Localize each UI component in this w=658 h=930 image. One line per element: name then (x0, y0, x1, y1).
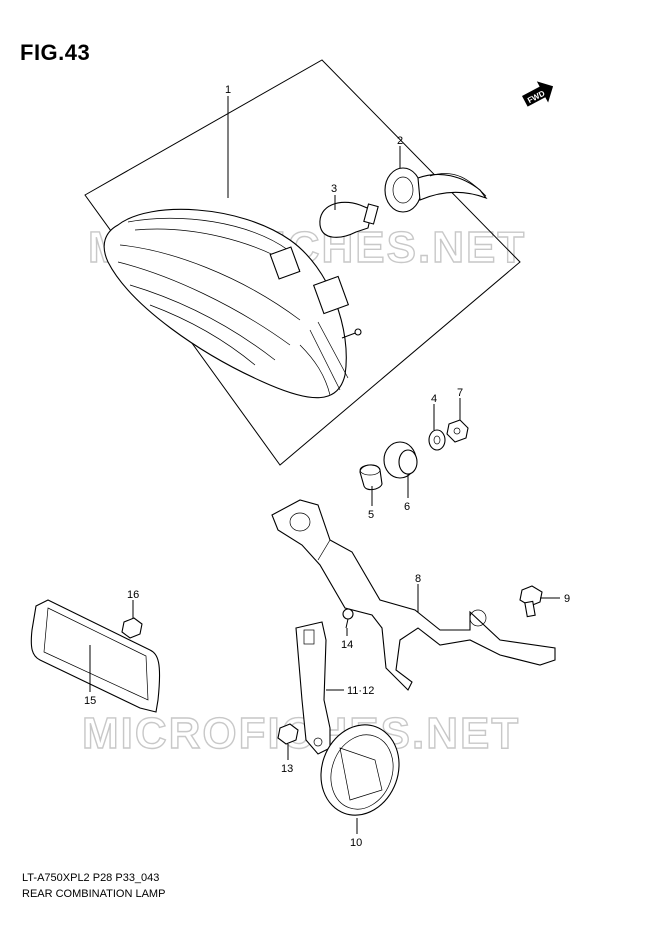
washer (428, 429, 446, 451)
stay-plate (295, 621, 331, 755)
callout-1: 1 (225, 84, 231, 96)
callout-5: 5 (368, 509, 374, 521)
nut-16 (121, 617, 143, 639)
callout-2: 2 (397, 135, 403, 147)
nut-13 (277, 723, 299, 745)
lamp-assembly (103, 208, 362, 399)
fwd-arrow-icon: FWD (522, 81, 554, 107)
watermark-bottom: MICROFICHES.NET (82, 709, 520, 758)
screw-14 (342, 608, 354, 629)
grommet (383, 441, 418, 479)
round-reflector (320, 724, 400, 816)
figure-title: FIG.43 (20, 40, 91, 65)
bracket (271, 499, 556, 691)
callout-9: 9 (564, 593, 570, 605)
assembly-outline (84, 59, 521, 466)
callout-3: 3 (331, 183, 337, 195)
collar (359, 464, 383, 491)
callout-11-12: 11·12 (347, 685, 374, 697)
figure-name: REAR COMBINATION LAMP (22, 888, 166, 900)
callout-7: 7 (457, 387, 463, 399)
nut-7 (446, 419, 469, 443)
callout-14: 14 (341, 639, 353, 651)
callout-13: 13 (281, 763, 293, 775)
figure-code: LT-A750XPL2 P28 P33_043 (22, 872, 160, 884)
callout-15: 15 (84, 695, 96, 707)
bulb (319, 201, 379, 238)
callout-10: 10 (350, 837, 362, 849)
callout-16: 16 (127, 589, 139, 601)
rect-reflector (30, 599, 161, 713)
leader-lines (89, 96, 560, 834)
bolt-9 (519, 585, 543, 618)
socket-harness (384, 167, 488, 213)
callout-6: 6 (404, 501, 410, 513)
callout-8: 8 (415, 573, 421, 585)
callout-4: 4 (431, 393, 437, 405)
